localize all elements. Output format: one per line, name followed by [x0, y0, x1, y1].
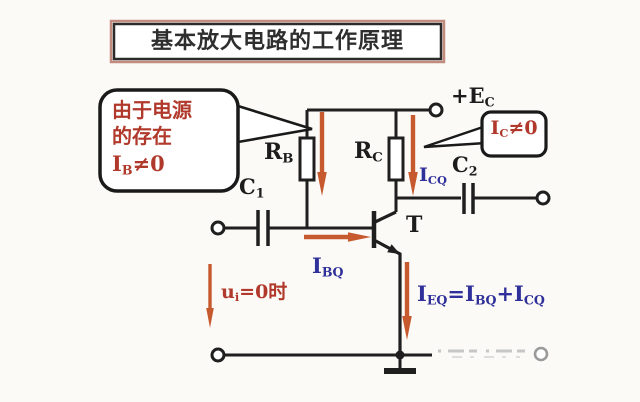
- callout-left-text: 由于电源 的存在 IB≠0: [112, 97, 192, 179]
- ui-zero-label: ui=0时: [221, 281, 288, 305]
- callout-left-bubble: [98, 88, 313, 193]
- capacitor-c1: [256, 210, 270, 246]
- resistor-rb: [298, 136, 316, 182]
- ibq-current-arrow: [304, 232, 371, 242]
- input-terminal-bottom: [210, 347, 226, 363]
- page-title: 基本放大电路的工作原理: [150, 29, 404, 54]
- current-arrows: [206, 112, 418, 340]
- callout-left-line2: 的存在: [112, 124, 172, 149]
- callout-left-formula: IB≠0: [112, 150, 165, 178]
- resistor-rc: [387, 136, 405, 182]
- callout-left-line1: 由于电源: [112, 98, 192, 122]
- title-box: [109, 19, 446, 64]
- rc-label: RC: [354, 138, 383, 166]
- junction-dot: [395, 350, 405, 360]
- c1-label: C1: [239, 174, 265, 201]
- callout-right-text: IC≠0: [490, 117, 538, 141]
- icq-current-arrow: [408, 115, 418, 196]
- output-terminal-top: [535, 190, 551, 206]
- supply-label: +EC: [451, 83, 495, 110]
- output-terminal-bottom-right: [533, 346, 549, 362]
- ibq-label: IBQ: [312, 253, 344, 280]
- emitter-arrowhead: [387, 244, 400, 254]
- supply-terminal: [428, 102, 444, 118]
- icq-label: ICQ: [419, 164, 447, 188]
- rb-label: RB: [264, 139, 294, 167]
- ui-zero-arrow: [206, 264, 214, 328]
- ieq-current-arrow: [402, 262, 412, 340]
- input-terminal-top: [210, 220, 226, 236]
- callout-right-bubble: [423, 110, 548, 158]
- c2-label: C2: [452, 152, 478, 179]
- ieq-equation: IEQ=IBQ+ICQ: [417, 281, 545, 308]
- faded-watermark: [438, 346, 549, 362]
- rb-current-arrow: [317, 112, 327, 196]
- transistor-symbol: [371, 210, 402, 355]
- transistor-label: T: [406, 212, 423, 238]
- terminals: [210, 102, 551, 363]
- capacitor-c2: [462, 183, 475, 214]
